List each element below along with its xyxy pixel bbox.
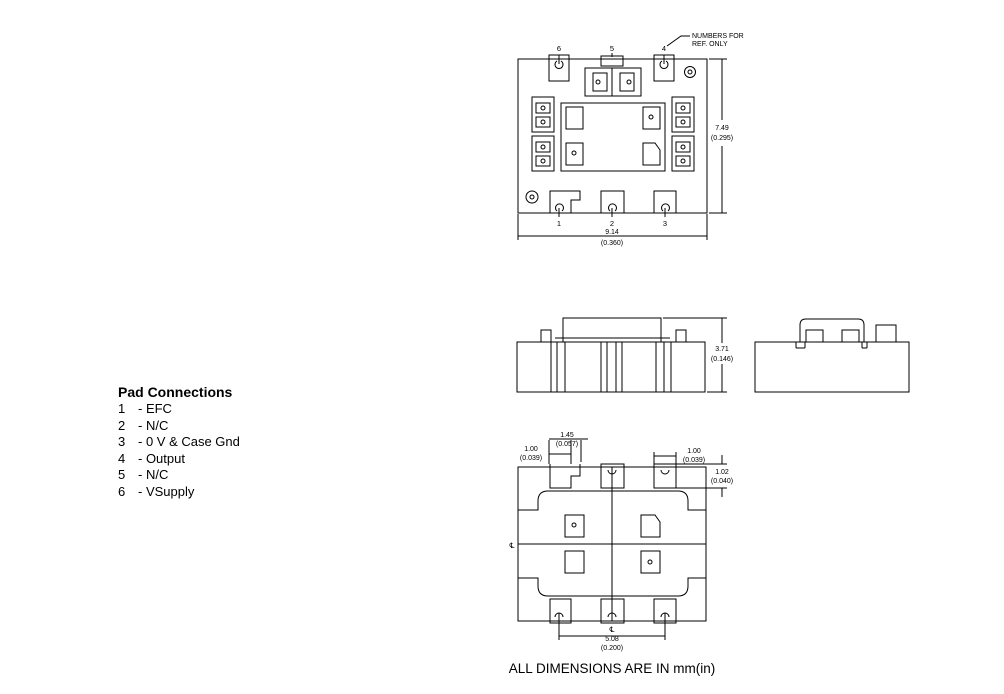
pad-label: - VSupply xyxy=(138,483,195,499)
pad-item-4: 4 - Output xyxy=(118,451,240,468)
pin-label-3: 3 xyxy=(663,219,667,228)
height-mm-label: 7.49 xyxy=(715,125,729,132)
bottom-pad-1 xyxy=(549,464,581,489)
pad-connections-title: Pad Connections xyxy=(118,384,233,400)
bottom-pad-3 xyxy=(653,463,677,489)
width-in-label: (0.360) xyxy=(601,240,623,247)
side-lid xyxy=(562,317,662,342)
note-text-line2: REF. ONLY xyxy=(692,41,728,48)
side-view-front xyxy=(516,317,727,393)
pin-label-6: 6 xyxy=(557,44,561,53)
pad-label: - Output xyxy=(138,450,185,466)
pin-marker-2 xyxy=(608,203,617,217)
reference-hole-lower xyxy=(525,190,539,204)
pad-width-right-mm-label: 1.00 xyxy=(687,448,701,455)
pin-marker-4 xyxy=(659,55,669,69)
pad-connections-legend: Pad Connections 1 - EFC 2 - N/C 3 - 0 V & C… xyxy=(118,384,240,500)
pad-item-2: 2 - N/C xyxy=(118,418,240,435)
pin-label-4: 4 xyxy=(662,44,666,53)
bottom-pad-2 xyxy=(600,463,625,489)
pin-label-2: 2 xyxy=(610,219,614,228)
pad-width-right-in-label: (0.039) xyxy=(683,457,705,464)
side-height-in-label: (0.146) xyxy=(711,356,733,363)
bottom-pad-5 xyxy=(600,598,625,624)
pad-item-1: 1 - EFC xyxy=(118,401,240,418)
pad-item-3: 3 - 0 V & Case Gnd xyxy=(118,434,240,451)
pad-height-mm-label: 1.02 xyxy=(715,469,729,476)
pad-number: 6 xyxy=(118,483,126,499)
note-leader xyxy=(666,35,690,47)
bottom-land-upper xyxy=(518,490,706,511)
bottom-land-lower xyxy=(518,577,706,597)
side-height-mm-label: 3.71 xyxy=(715,346,729,353)
dimensions-note: ALL DIMENSIONS ARE IN mm(in) xyxy=(509,661,716,676)
pad-label: - EFC xyxy=(138,401,172,416)
pin-marker-3 xyxy=(661,203,670,217)
bottom-view-labels: 1.00 (0.039) 1.45 (0.057) 1.00 (0.039) 1… xyxy=(509,432,734,652)
pad-item-6: 6 - VSupply xyxy=(118,484,240,501)
pad-item-5: 5 - N/C xyxy=(118,467,240,484)
pin-marker-1 xyxy=(555,203,564,217)
left-component-upper xyxy=(531,96,555,133)
pad-number: 4 xyxy=(118,450,126,466)
pad-gap-mm-label: 1.45 xyxy=(560,432,574,439)
top-view-labels: 6 5 4 1 2 3 NUMBERS FOR REF. ONLY 9.14 (… xyxy=(557,33,744,247)
pad-1 xyxy=(549,190,581,213)
bottom-pad-6 xyxy=(549,598,572,624)
side-view-labels: 3.71 (0.146) xyxy=(711,346,733,363)
end-body xyxy=(754,341,910,393)
pad-label: - 0 V & Case Gnd xyxy=(138,434,240,449)
right-component-upper xyxy=(671,96,695,133)
pad-width-left-in-label: (0.039) xyxy=(520,455,542,462)
pitch-in-label: (0.200) xyxy=(601,645,623,652)
pin-label-1: 1 xyxy=(557,219,561,228)
pad-number: 2 xyxy=(118,417,126,433)
reference-hole xyxy=(684,66,696,78)
centerline-symbol-bottom: ℄ xyxy=(609,625,616,634)
pad-number: 5 xyxy=(118,467,126,482)
pin-marker-6 xyxy=(554,55,564,69)
pad-height-in-label: (0.040) xyxy=(711,478,733,485)
pad-number: 3 xyxy=(118,434,126,449)
height-in-label: (0.295) xyxy=(711,135,733,142)
left-component-lower xyxy=(531,135,555,172)
pin-label-5: 5 xyxy=(610,44,614,53)
central-ic xyxy=(560,102,666,172)
width-mm-label: 9.14 xyxy=(605,229,619,236)
top-view xyxy=(517,35,727,240)
centerline-symbol-left: ℄ xyxy=(509,541,516,550)
pad-number: 1 xyxy=(118,401,126,416)
side-body xyxy=(516,341,706,393)
bottom-view xyxy=(517,438,727,640)
pad-label: - N/C xyxy=(138,467,169,482)
pad-gap-in-label: (0.057) xyxy=(556,441,578,448)
pitch-mm-label: 5.08 xyxy=(605,636,619,643)
note-text-line1: NUMBERS FOR xyxy=(692,33,744,40)
pad-label: - N/C xyxy=(138,417,169,433)
top-component xyxy=(584,67,642,97)
right-component-lower xyxy=(671,135,695,172)
pad-width-left-mm-label: 1.00 xyxy=(524,446,538,453)
side-view-end xyxy=(754,318,910,393)
pad-5 xyxy=(600,55,624,67)
